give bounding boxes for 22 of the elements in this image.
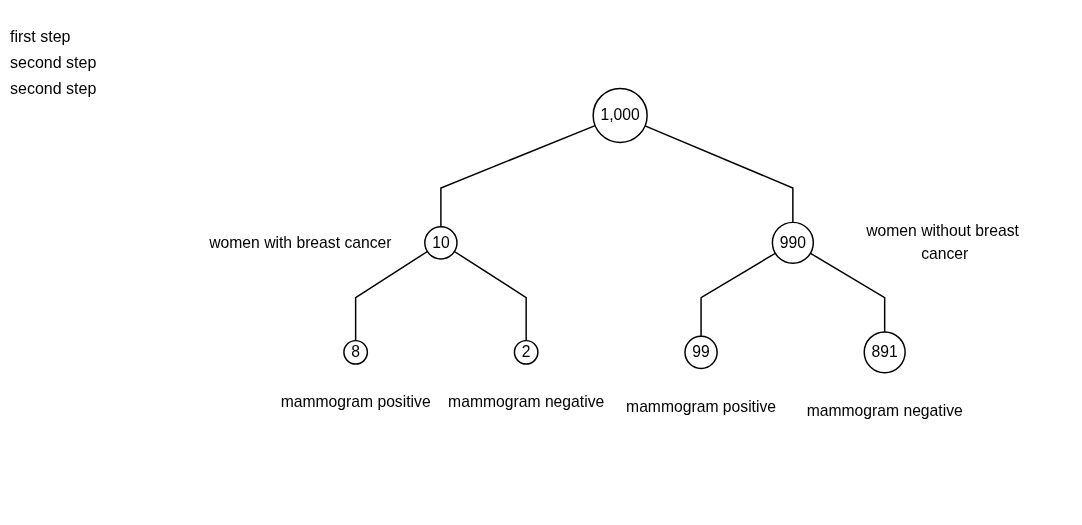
node-circle: 8 [343,339,369,365]
node-circle: 891 [863,330,906,374]
node-circle: 1,000 [592,87,648,143]
node-circle: 10 [424,225,458,260]
node-label: mammogram positive [280,393,431,410]
step-label: first step [10,28,72,46]
node-label: women without breast cancer [866,221,1019,262]
node-label: mammogram negative [806,401,963,419]
node-label: women with breast cancer [209,233,392,251]
connector [700,252,777,337]
node-label: mammogram positive [626,397,777,415]
node-circle: 99 [684,335,718,369]
connector [453,250,527,341]
node-circle: 2 [513,339,539,365]
connector [440,124,596,227]
step-label: second step [10,80,98,98]
connector [809,252,886,333]
step-label: second step [10,54,98,72]
node-circle: 990 [771,221,815,264]
node-label: mammogram negative [448,393,605,410]
connector [644,124,794,223]
connector [354,250,429,341]
